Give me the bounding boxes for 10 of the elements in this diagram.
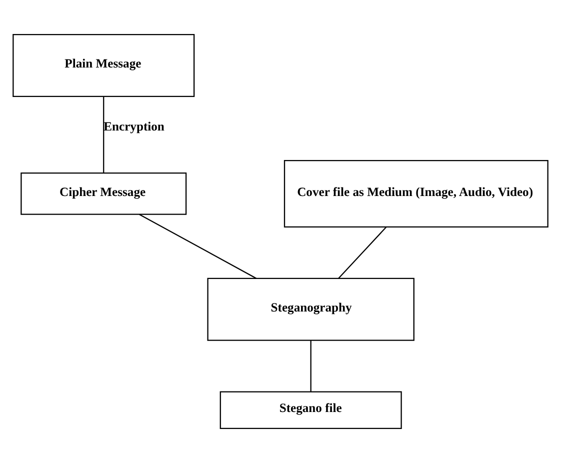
node-box: Stegano file (220, 390, 402, 428)
node-box: Cipher Message (20, 172, 187, 214)
connector (338, 226, 387, 278)
node-box: Steganography (207, 277, 414, 340)
connector (310, 340, 312, 392)
node-box: Plain Message (12, 34, 195, 96)
connector (138, 213, 256, 278)
edge-label: Encryption (104, 119, 164, 134)
node-box: Cover file as Medium (Image, Audio, Video) (284, 159, 548, 227)
connector (103, 96, 104, 172)
